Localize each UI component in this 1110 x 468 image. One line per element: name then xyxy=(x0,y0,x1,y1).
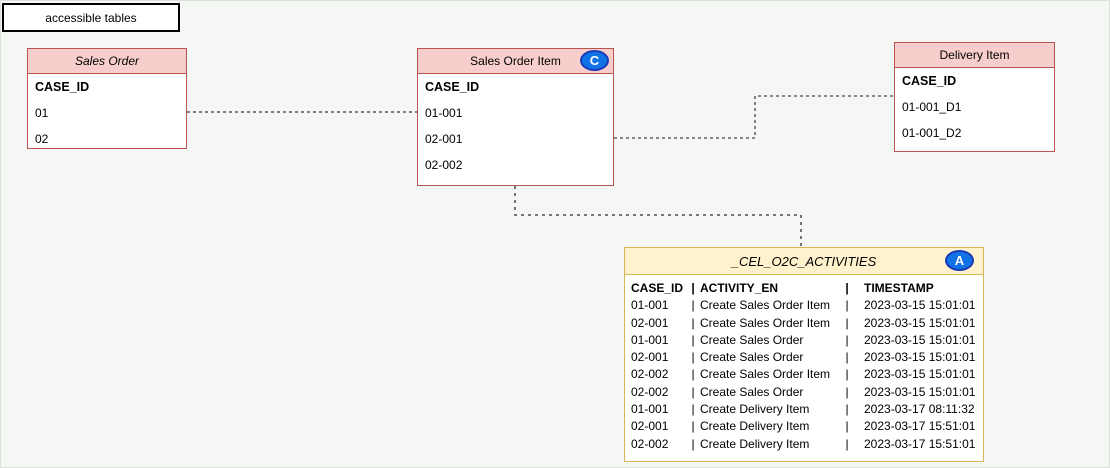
accessible-tables-box: accessible tables xyxy=(2,3,180,32)
activities-column-header-row: CASE_ID | ACTIVITY_EN | TIMESTAMP xyxy=(631,280,979,297)
activities-rows: 01-001|Create Sales Order Item|2023-03-1… xyxy=(631,297,979,453)
table-row: 02 xyxy=(35,132,49,146)
table-row: 02-001 xyxy=(425,132,463,146)
activity-row: 02-001|Create Sales Order Item|2023-03-1… xyxy=(631,315,976,330)
table-sales-order-rows: 01 02 xyxy=(28,100,186,148)
pipe-separator: | xyxy=(845,281,849,295)
table-delivery-item[interactable]: Delivery Item CASE_ID 01-001_D1 01-001_D2 xyxy=(894,42,1055,152)
table-sales-order-body: CASE_ID 01 02 xyxy=(28,74,186,148)
activity-row: 02-002|Create Sales Order|2023-03-15 15:… xyxy=(631,384,976,399)
table-row: 02-002 xyxy=(425,158,463,172)
column-header-case-id: CASE_ID xyxy=(902,74,957,88)
case-table-badge-c: C xyxy=(580,50,609,71)
table-sales-order-item-header: Sales Order Item C xyxy=(418,49,613,74)
activities-col-case-id: CASE_ID xyxy=(631,281,684,295)
column-header-case-id: CASE_ID xyxy=(425,80,480,94)
table-activities-title: _CEL_O2C_ACTIVITIES xyxy=(731,253,877,269)
connector-item-to-activities xyxy=(514,186,802,247)
table-sales-order-title: Sales Order xyxy=(74,54,140,68)
activity-row: 02-001|Create Delivery Item|2023-03-17 1… xyxy=(631,419,976,434)
table-delivery-item-body: CASE_ID 01-001_D1 01-001_D2 xyxy=(895,68,1054,146)
table-sales-order-item-body: CASE_ID 01-001 02-001 02-002 xyxy=(418,74,613,178)
connector-item-to-delivery xyxy=(614,95,894,139)
table-sales-order-item-title: Sales Order Item xyxy=(470,54,561,68)
activity-row: 02-002|Create Delivery Item|2023-03-17 1… xyxy=(631,436,976,451)
table-row: 01-001_D2 xyxy=(902,126,962,140)
table-row: 01 xyxy=(35,106,49,120)
activity-row: 02-001|Create Sales Order|2023-03-15 15:… xyxy=(631,350,976,365)
activities-col-activity-en: ACTIVITY_EN xyxy=(700,281,779,295)
activity-row: 01-001|Create Sales Order|2023-03-15 15:… xyxy=(631,332,976,347)
table-delivery-item-title: Delivery Item xyxy=(939,48,1010,62)
table-sales-order[interactable]: Sales Order CASE_ID 01 02 xyxy=(27,48,187,149)
activity-row: 02-002|Create Sales Order Item|2023-03-1… xyxy=(631,367,976,382)
table-activities-header: _CEL_O2C_ACTIVITIES A xyxy=(625,248,983,275)
activity-row: 01-001|Create Delivery Item|2023-03-17 0… xyxy=(631,402,975,417)
pipe-separator: | xyxy=(691,281,695,295)
table-sales-order-header: Sales Order xyxy=(28,49,186,74)
table-row: 01-001 xyxy=(425,106,463,120)
table-sales-order-item-rows: 01-001 02-001 02-002 xyxy=(418,100,613,178)
table-delivery-item-rows: 01-001_D1 01-001_D2 xyxy=(895,94,1054,146)
activities-table-badge-a: A xyxy=(945,250,974,271)
table-activities-body: CASE_ID | ACTIVITY_EN | TIMESTAMP 01-001… xyxy=(625,275,983,453)
accessible-tables-label: accessible tables xyxy=(45,10,137,25)
table-activities[interactable]: _CEL_O2C_ACTIVITIES A CASE_ID | ACTIVITY… xyxy=(624,247,984,462)
table-row: 01-001_D1 xyxy=(902,100,962,114)
activities-col-timestamp: TIMESTAMP xyxy=(864,281,934,295)
activity-row: 01-001|Create Sales Order Item|2023-03-1… xyxy=(631,298,976,313)
column-header-case-id: CASE_ID xyxy=(35,80,90,94)
table-delivery-item-header: Delivery Item xyxy=(895,43,1054,68)
